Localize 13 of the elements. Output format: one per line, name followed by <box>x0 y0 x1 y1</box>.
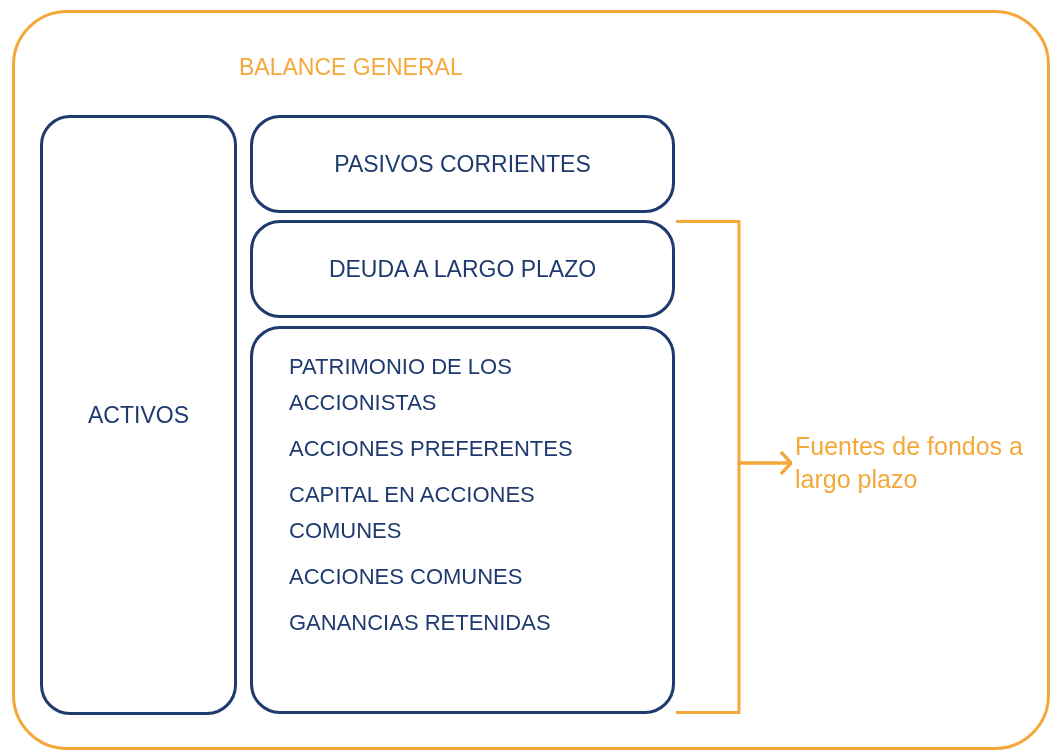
account-box: PASIVOS CORRIENTES <box>250 115 675 213</box>
account-item: ACCIONES COMUNES <box>289 563 524 591</box>
frame-heading: BALANCE GENERAL <box>239 53 463 82</box>
bracket-arrow <box>676 450 793 714</box>
account-item: CAPITAL EN ACCIONES COMUNES <box>289 481 536 545</box>
account-box <box>250 326 675 714</box>
account-item: GANANCIAS RETENIDAS <box>289 609 552 637</box>
account-box: DEUDA A LARGO PLAZO <box>250 220 675 318</box>
sheet-frame <box>12 10 1050 750</box>
account-item: ACCIONES PREFERENTES <box>289 435 574 463</box>
account-box: ACTIVOS <box>40 115 237 715</box>
bracket-label: Fuentes de fondos a largo plazo <box>795 430 1027 496</box>
account-item: PATRIMONIO DE LOS ACCIONISTAS <box>289 353 513 417</box>
